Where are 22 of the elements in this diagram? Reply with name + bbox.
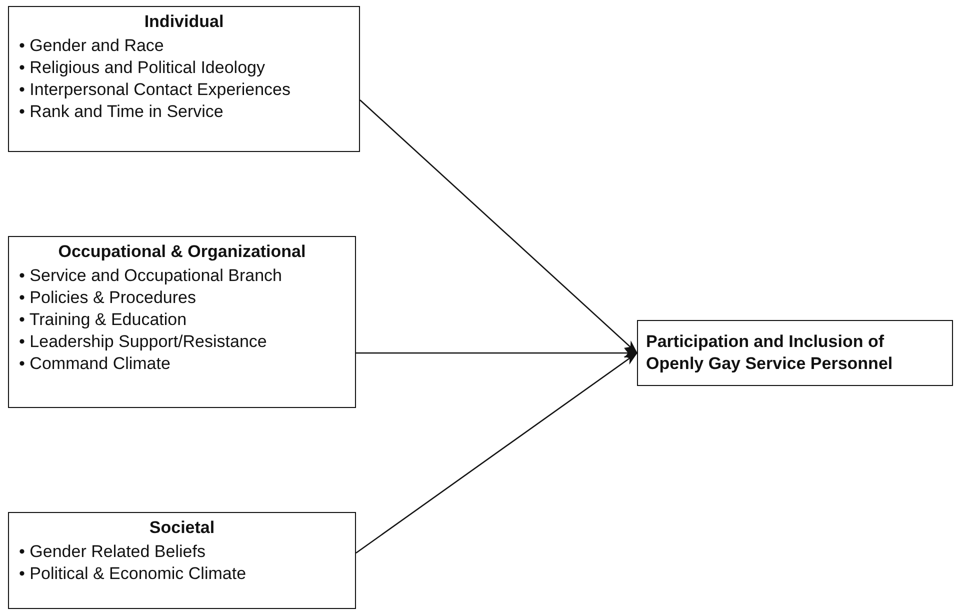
factor-box: [637, 320, 953, 386]
outcome-text: Participation and Inclusion of Openly Gay Service Personnel: [646, 331, 894, 375]
bullet-item: • Service and Occupational Branch: [19, 265, 283, 287]
box-heading: Individual: [143, 11, 225, 33]
arrow: [356, 352, 638, 554]
bullet-item: • Interpersonal Contact Experiences: [19, 79, 292, 101]
arrow: [360, 100, 638, 354]
bullet-item: • Training & Education: [19, 309, 188, 331]
bullet-item: • Policies & Procedures: [19, 287, 197, 309]
bullet-item: • Gender and Race: [19, 35, 165, 57]
bullet-item: • Command Climate: [19, 353, 172, 375]
factor-box: [8, 512, 356, 609]
box-heading: Occupational & Organizational: [57, 241, 307, 263]
bullet-item: • Rank and Time in Service: [19, 101, 224, 123]
arrow: [356, 348, 638, 358]
factor-box: [8, 6, 360, 152]
box-heading: Societal: [148, 517, 216, 539]
bullet-item: • Leadership Support/Resistance: [19, 331, 268, 353]
bullet-item: • Gender Related Beliefs: [19, 541, 206, 563]
factor-box: [8, 236, 356, 408]
bullet-item: • Political & Economic Climate: [19, 563, 248, 585]
bullet-item: • Religious and Political Ideology: [19, 57, 266, 79]
